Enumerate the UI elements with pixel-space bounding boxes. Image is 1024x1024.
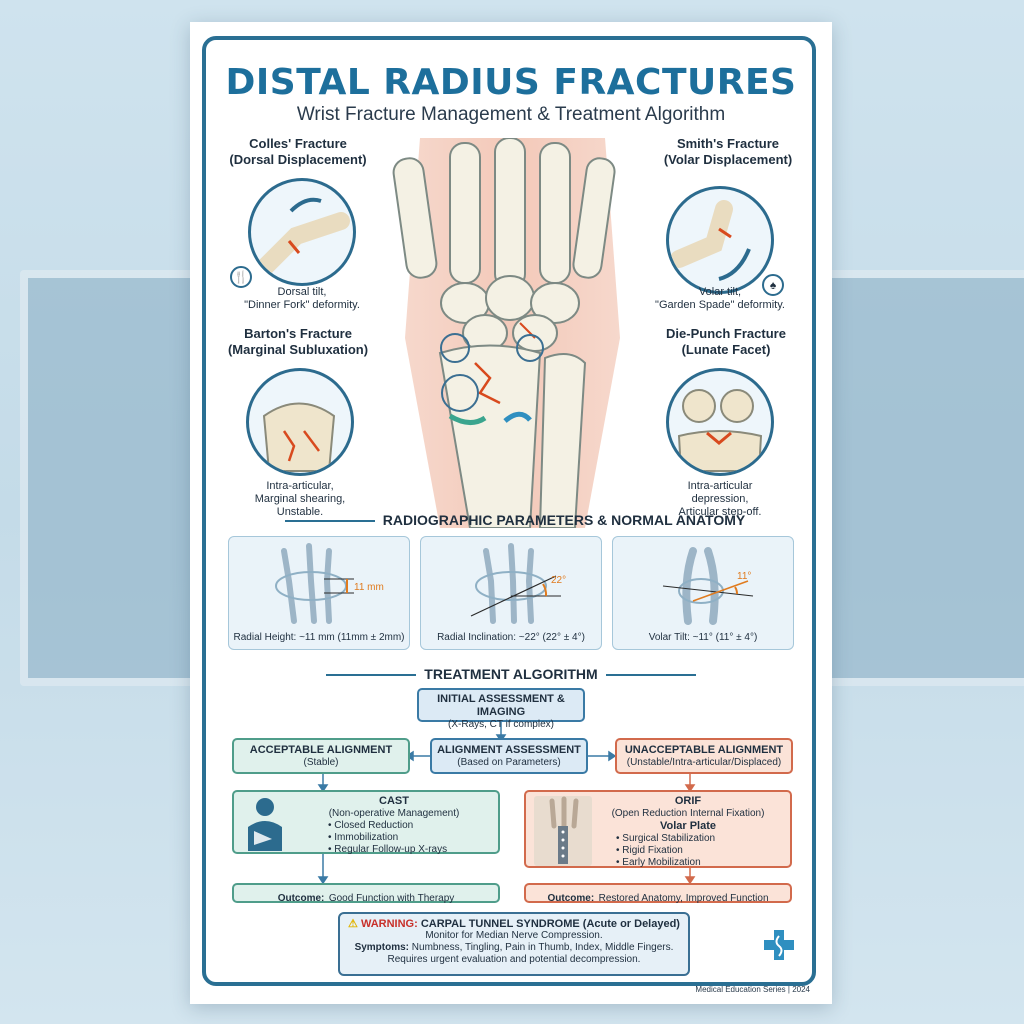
initial-assessment-box: INITIAL ASSESSMENT & IMAGING (X-Rays, CT… xyxy=(417,688,585,730)
wrist-anatomy-illustration xyxy=(392,138,620,528)
radial-height-label: 11 mm xyxy=(354,582,384,593)
smiths-fracture-title: Smith's Fracture(Volar Displacement) xyxy=(663,136,793,167)
colles-fracture-description: Dorsal tilt,"Dinner Fork" deformity. xyxy=(244,286,360,311)
person-sling-icon xyxy=(248,798,282,851)
radial-inclination-caption: Radial Inclination: ~22° (22° ± 4°) xyxy=(437,632,585,643)
poster-subtitle: Wrist Fracture Management & Treatment Al… xyxy=(296,104,726,125)
poster-frame xyxy=(202,36,816,986)
bartons-fracture-title: Barton's Fracture(Marginal Subluxation) xyxy=(227,326,369,357)
orif-treatment-list: Surgical Stabilization Rigid Fixation Ea… xyxy=(616,833,788,869)
acceptable-alignment-box: ACCEPTABLE ALIGNMENT (Stable) xyxy=(232,738,410,774)
radial-height-panel: 11 mm Radial Height: ~11 mm (11mm ± 2mm) xyxy=(228,536,410,650)
alignment-assessment-box: ALIGNMENT ASSESSMENT (Based on Parameter… xyxy=(430,738,588,774)
colles-fracture-illustration xyxy=(248,178,356,286)
orif-outcome-box: Outcome: Restored Anatomy, Improved Func… xyxy=(524,883,792,904)
spade-icon: ♠ xyxy=(762,274,784,296)
treatment-section-header: TREATMENT ALGORITHM xyxy=(230,666,792,682)
bartons-fracture-illustration xyxy=(246,368,354,476)
bartons-fracture-description: Intra-articular,Marginal shearing,Unstab… xyxy=(254,480,346,518)
die-punch-fracture-title: Die-Punch Fracture(Lunate Facet) xyxy=(666,326,786,357)
background-monitor-right xyxy=(820,270,1024,686)
smiths-fracture-description: Volar tilt,"Garden Spade" deformity. xyxy=(655,286,785,311)
cast-outcome-box: Outcome: Good Function with Therapy xyxy=(232,883,500,904)
unacceptable-alignment-box: UNACCEPTABLE ALIGNMENT (Unstable/Intra-a… xyxy=(615,738,793,774)
footer-series-label: Medical Education Series | 2024 xyxy=(695,985,810,994)
radial-inclination-label: 22° xyxy=(551,575,566,586)
radial-inclination-panel: 22° Radial Inclination: ~22° (22° ± 4°) xyxy=(420,536,602,650)
volar-tilt-caption: Volar Tilt: ~11° (11° ± 4°) xyxy=(648,632,758,643)
radial-height-caption: Radial Height: ~11 mm (11mm ± 2mm) xyxy=(233,632,405,643)
orif-treatment-box: ORIF (Open Reduction Internal Fixation) … xyxy=(524,790,792,868)
warning-icon: ⚠ xyxy=(348,918,358,930)
carpal-tunnel-warning: ⚠ WARNING: CARPAL TUNNEL SYNDROME (Acute… xyxy=(338,912,690,976)
volar-tilt-label: 11° xyxy=(737,571,751,582)
medical-cross-logo-icon xyxy=(764,930,794,960)
poster-title: DISTAL RADIUS FRACTURES xyxy=(225,62,797,103)
volar-tilt-panel: 11° Volar Tilt: ~11° (11° ± 4°) xyxy=(612,536,794,650)
colles-fracture-title: Colles' Fracture(Dorsal Displacement) xyxy=(229,136,367,167)
cast-treatment-list: Closed Reduction Immobilization Regular … xyxy=(328,820,494,856)
fork-icon: 🍴 xyxy=(230,266,252,288)
die-punch-fracture-illustration xyxy=(666,368,774,476)
algorithm-connectors xyxy=(317,722,696,885)
poster: DISTAL RADIUS FRACTURES Wrist Fracture M… xyxy=(190,22,832,1004)
volar-plate-xray-icon xyxy=(534,796,592,866)
smiths-fracture-illustration xyxy=(666,186,774,294)
cast-treatment-box: CAST (Non-operative Management) Closed R… xyxy=(232,790,500,856)
